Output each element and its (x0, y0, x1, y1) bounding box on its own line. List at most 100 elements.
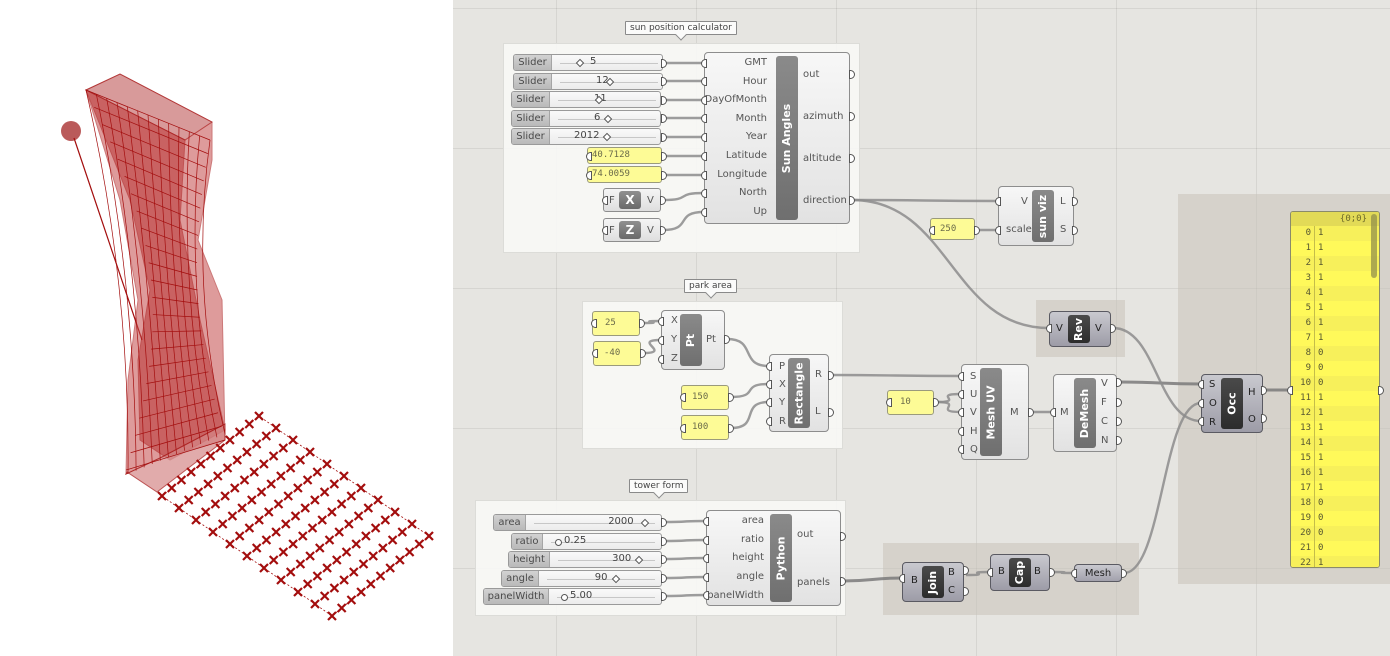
point-x-panel[interactable]: 25 (592, 311, 640, 336)
connection-grip[interactable] (703, 572, 709, 582)
connection-grip[interactable] (724, 334, 730, 344)
connection-grip[interactable] (1198, 379, 1204, 389)
connection-grip[interactable] (701, 207, 707, 217)
connection-grip[interactable] (661, 536, 667, 546)
connection-grip[interactable] (703, 535, 709, 545)
connection-grip[interactable] (1110, 323, 1116, 333)
point-y-panel[interactable]: -40 (593, 341, 641, 366)
occlusion-component[interactable]: S O R Occ H O (1201, 374, 1263, 433)
slider-knob[interactable] (575, 58, 585, 68)
connection-grip[interactable] (701, 170, 707, 180)
connection-grip[interactable] (1071, 568, 1077, 578)
connection-grip[interactable] (1116, 397, 1122, 407)
slider-knob[interactable] (561, 594, 568, 601)
connection-grip[interactable] (661, 151, 667, 161)
connection-grip[interactable] (1261, 413, 1267, 423)
connection-grip[interactable] (701, 58, 707, 68)
connection-grip[interactable] (639, 318, 645, 328)
join-brep-component[interactable]: B Join B C (902, 562, 964, 602)
connection-grip[interactable] (958, 407, 964, 417)
connection-grip[interactable] (661, 170, 667, 180)
connection-grip[interactable] (995, 225, 1001, 235)
connection-grip[interactable] (886, 397, 892, 407)
connection-grip[interactable] (660, 225, 666, 235)
connection-grip[interactable] (766, 379, 772, 389)
connection-grip[interactable] (1050, 407, 1056, 417)
connection-grip[interactable] (1046, 323, 1052, 333)
deconstruct-mesh-component[interactable]: M DeMesh V F C N (1053, 374, 1117, 452)
slider-track[interactable] (551, 541, 655, 543)
up-vector-z[interactable]: F Z V (603, 218, 661, 242)
connection-grip[interactable] (661, 554, 667, 564)
connection-grip[interactable] (661, 76, 667, 86)
slider-track[interactable] (534, 523, 655, 524)
slider-track[interactable] (558, 560, 655, 561)
connection-grip[interactable] (602, 195, 608, 205)
slider-knob[interactable] (602, 132, 612, 142)
connection-grip[interactable] (1116, 416, 1122, 426)
connection-grip[interactable] (1198, 398, 1204, 408)
connection-grip[interactable] (899, 573, 905, 583)
slider-knob[interactable] (640, 518, 650, 528)
connection-grip[interactable] (974, 225, 980, 235)
connection-grip[interactable] (995, 196, 1001, 206)
construct-point-component[interactable]: X Y Z Pt Pt (661, 310, 725, 370)
connection-grip[interactable] (933, 397, 939, 407)
connection-grip[interactable] (1378, 385, 1384, 395)
connection-grip[interactable] (701, 188, 707, 198)
connection-grip[interactable] (701, 113, 707, 123)
scale-panel[interactable]: 250 (930, 218, 975, 240)
connection-grip[interactable] (703, 516, 709, 526)
rhino-viewport[interactable] (0, 0, 453, 656)
slider-knob[interactable] (634, 555, 644, 565)
connection-grip[interactable] (963, 586, 969, 596)
connection-grip[interactable] (987, 567, 993, 577)
mesh-count-panel[interactable]: 10 (887, 390, 934, 415)
connection-grip[interactable] (640, 348, 646, 358)
connection-grip[interactable] (658, 354, 664, 364)
connection-grip[interactable] (703, 553, 709, 563)
slider-track[interactable] (557, 597, 655, 598)
connection-grip[interactable] (728, 392, 734, 402)
connection-grip[interactable] (1116, 377, 1122, 387)
connection-grip[interactable] (840, 531, 846, 541)
rect-y-panel[interactable]: 100 (681, 415, 729, 440)
rectangle-component[interactable]: P X Y R Rectangle R L (769, 354, 829, 432)
connection-grip[interactable] (703, 590, 709, 600)
connection-grip[interactable] (849, 111, 855, 121)
slider-knob[interactable] (611, 574, 621, 583)
grasshopper-canvas[interactable]: sun position calculator park area tower … (453, 0, 1390, 656)
connection-grip[interactable] (1116, 435, 1122, 445)
connection-grip[interactable] (1198, 416, 1204, 426)
connection-grip[interactable] (661, 95, 667, 105)
connection-grip[interactable] (1049, 567, 1055, 577)
longitude-panel[interactable]: 74.0059 (587, 166, 662, 183)
slider-knob[interactable] (555, 538, 562, 546)
connection-grip[interactable] (828, 407, 834, 417)
connection-grip[interactable] (658, 335, 664, 345)
connection-grip[interactable] (660, 195, 666, 205)
connection-grip[interactable] (661, 113, 667, 123)
